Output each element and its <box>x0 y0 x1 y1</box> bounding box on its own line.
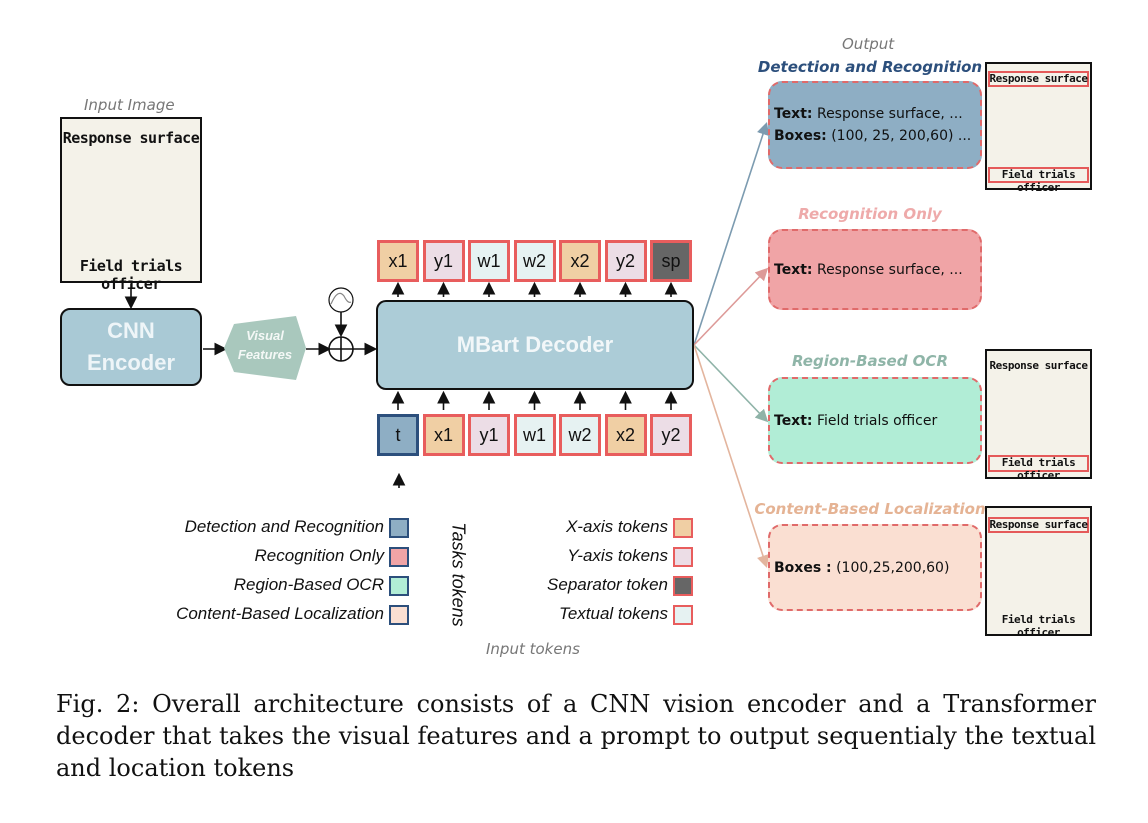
input-token-w1: w1 <box>513 414 556 456</box>
legend-input-swatch <box>673 518 693 538</box>
output-token-y1: y1 <box>422 240 465 282</box>
output-localization-boxes: Boxes : (100,25,200,60) <box>774 559 950 576</box>
output-recognition-text: Text: Response surface, ... <box>774 261 963 278</box>
output-detection-boxes: Boxes: (100, 25, 200,60) ... <box>774 128 972 144</box>
output-detection-text: Text: Response surface, ... <box>774 106 963 122</box>
output-box-recognition: Text: Response surface, ... <box>768 229 982 310</box>
legend-input-title: Input tokens <box>486 640 580 658</box>
output-token-sp: sp <box>650 240 692 282</box>
legend-task-swatch <box>389 518 409 538</box>
input-image-text-top: Response surface <box>62 129 200 147</box>
input-token-y1: y1 <box>468 414 510 456</box>
input-token-x2: x2 <box>604 414 647 456</box>
output-token-w2: w2 <box>513 240 556 282</box>
branch-detection <box>693 121 770 346</box>
output-box-localization: Boxes : (100,25,200,60) <box>768 524 982 611</box>
visual-features: Visual Features <box>224 316 306 380</box>
legend-input-label: X-axis tokens <box>565 517 668 536</box>
mbart-decoder: MBart Decoder <box>376 300 694 390</box>
branch-localization <box>693 344 770 569</box>
cnn-encoder-label-2: Encoder <box>86 350 176 375</box>
thumbnail-detection-top: Response surface <box>989 72 1088 85</box>
thumbnail-localization-bottom: Field trials officer <box>1001 613 1076 639</box>
output-label: Output <box>842 35 895 53</box>
legend-input-label: Y-axis tokens <box>567 546 668 565</box>
output-title-detection: Detection and Recognition <box>757 58 983 76</box>
visual-features-label-1: Visual <box>246 328 284 343</box>
legend-task-swatch <box>389 547 409 567</box>
thumbnail-region-ocr-bottom: Field trials officer <box>1001 456 1076 482</box>
output-box-region-ocr: Text: Field trials officer <box>768 377 982 464</box>
mbart-decoder-label: MBart Decoder <box>456 332 614 357</box>
branch-region-ocr <box>693 344 769 423</box>
legend-task-swatch <box>389 605 409 625</box>
legend-task-label: Region-Based OCR <box>233 575 384 594</box>
legend-input-swatch <box>673 576 693 596</box>
output-title-localization: Content-Based Localization <box>754 500 986 518</box>
cnn-encoder-label-1: CNN <box>107 318 155 343</box>
legend-task-label: Content-Based Localization <box>176 604 384 623</box>
input-token-w2: w2 <box>559 414 601 456</box>
legend-input-label: Textual tokens <box>559 604 668 623</box>
input-token-y2: y2 <box>650 414 692 456</box>
legend-tasks-title: Tasks tokens <box>448 522 469 627</box>
legend-input-swatch <box>673 547 693 567</box>
output-token-x2: x2 <box>559 240 601 282</box>
legend-task-swatch <box>389 576 409 596</box>
connector-layer <box>124 121 770 569</box>
thumbnail-detection-bottom: Field trials officer <box>1001 168 1076 194</box>
output-token-y2: y2 <box>604 240 647 282</box>
output-box-detection: Text: Response surface, ... Boxes: (100,… <box>768 81 982 169</box>
cnn-encoder: CNN Encoder <box>60 308 202 386</box>
input-token-t: t <box>377 414 419 456</box>
branch-recognition <box>693 267 769 346</box>
output-title-recognition: Recognition Only <box>798 205 942 223</box>
thumbnail-localization: Response surface Field trials officer <box>985 506 1092 639</box>
thumbnail-region-ocr-top: Response surface <box>989 359 1088 372</box>
input-image-label: Input Image <box>84 96 175 114</box>
output-token-w1: w1 <box>468 240 510 282</box>
thumbnail-detection: Response surface Field trials officer <box>985 62 1092 194</box>
legend-input-label: Separator token <box>547 575 668 594</box>
figure-caption: Fig. 2: Overall architecture consists of… <box>56 690 1096 782</box>
output-token-x1: x1 <box>377 240 419 282</box>
legend-task-label: Recognition Only <box>254 546 384 565</box>
thumbnail-localization-top: Response surface <box>989 518 1088 531</box>
input-token-x1: x1 <box>422 414 465 456</box>
output-title-region-ocr: Region-Based OCR <box>792 352 948 370</box>
legend-task-label: Detection and Recognition <box>184 517 384 536</box>
visual-features-label-2: Features <box>237 347 293 362</box>
output-region-ocr-text: Text: Field trials officer <box>774 412 938 429</box>
input-image: Response surface Field trials officer <box>60 117 202 293</box>
legend-input-swatch <box>673 605 693 625</box>
thumbnail-region-ocr: Response surface Field trials officer <box>985 349 1092 482</box>
